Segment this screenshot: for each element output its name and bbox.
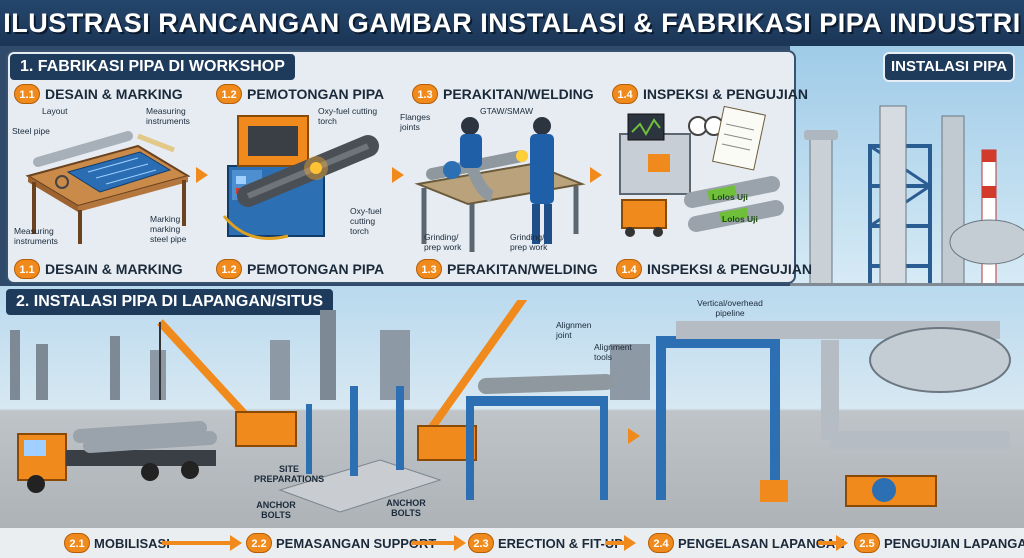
step-1-3-footer: 1.3 PERAKITAN/WELDING xyxy=(416,259,598,279)
step-1-1-footer: 1.1 DESAIN & MARKING xyxy=(14,259,183,279)
step-2-4: 2.4 PENGELASAN LAPANGAN xyxy=(648,533,845,553)
label-lolos-uji-2: Lolos Uji xyxy=(722,214,758,224)
step-number-badge: 2.4 xyxy=(648,533,674,553)
flow-arrow xyxy=(454,535,466,551)
step-title: PENGELASAN LAPANGAN xyxy=(678,535,845,551)
step-number-badge: 1.2 xyxy=(216,259,242,279)
step-number-badge: 2.3 xyxy=(468,533,494,553)
label-oxy-fuel-torch-bottom: Oxy-fuel cutting torch xyxy=(350,206,382,236)
step-number-badge: 1.2 xyxy=(216,84,242,104)
label-flanges-joints: Flanges joints xyxy=(400,112,431,132)
section2-title: 2. INSTALASI PIPA DI LAPANGAN/SITUS xyxy=(6,289,333,315)
step-title: MOBILISASI xyxy=(94,535,170,551)
step-title: PERAKITAN/WELDING xyxy=(447,261,598,277)
step-title: ERECTION & FIT-UP xyxy=(498,535,623,551)
step-1-2-header: 1.2 PEMOTONGAN PIPA xyxy=(216,84,384,104)
step-title: DESAIN & MARKING xyxy=(45,261,183,277)
step-number-badge: 2.1 xyxy=(64,533,90,553)
flow-arrow xyxy=(836,535,848,551)
label-steel-pipe: Steel pipe xyxy=(12,126,50,136)
step-1-3-header: 1.3 PERAKITAN/WELDING xyxy=(412,84,594,104)
label-vertical-overhead-pipeline: Vertical/overhead pipeline xyxy=(697,298,763,318)
label-grinding-prep-left: Grinding/ prep work xyxy=(424,232,462,252)
step-2-3: 2.3 ERECTION & FIT-UP xyxy=(468,533,623,553)
label-site-preparations: SITE PREPARATIONS xyxy=(254,464,325,484)
installasi-pipa-badge: INSTALASI PIPA xyxy=(883,52,1015,82)
step-title: DESAIN & MARKING xyxy=(45,86,183,102)
label-layout: Layout xyxy=(42,106,68,116)
step-1-4-footer: 1.4 INSPEKSI & PENGUJIAN xyxy=(616,259,812,279)
flow-arrow xyxy=(392,167,404,183)
title-bar xyxy=(0,0,1024,46)
label-anchor-bolts-2: ANCHOR BOLTS xyxy=(386,498,426,518)
label-anchor-bolts-1: ANCHOR BOLTS xyxy=(256,500,296,520)
flow-arrow-line xyxy=(818,541,838,545)
step-number-badge: 1.3 xyxy=(416,259,442,279)
step-number-badge: 2.2 xyxy=(246,533,272,553)
step-2-5: 2.5 PENGUJIAN LAPANGAN xyxy=(854,533,1024,553)
step-title: INSPEKSI & PENGUJIAN xyxy=(647,261,812,277)
step-number-badge: 1.1 xyxy=(14,84,40,104)
label-alignment-joint: Alignmen joint xyxy=(556,320,592,340)
step-number-badge: 1.3 xyxy=(412,84,438,104)
step-1-1-header: 1.1 DESAIN & MARKING xyxy=(14,84,183,104)
step-title: PENGUJIAN LAPANGAN xyxy=(884,535,1024,551)
label-alignment-tools: Alignment tools xyxy=(594,342,632,362)
refinery-illustration xyxy=(790,105,1024,296)
flow-arrow xyxy=(628,428,640,444)
flow-arrow xyxy=(624,535,636,551)
step-1-2-footer: 1.2 PEMOTONGAN PIPA xyxy=(216,259,384,279)
flow-arrow-line xyxy=(162,541,232,545)
step-title: PERAKITAN/WELDING xyxy=(443,86,594,102)
flow-arrow xyxy=(196,167,208,183)
step-number-badge: 1.1 xyxy=(14,259,40,279)
flow-arrow-line xyxy=(412,541,456,545)
step-number-badge: 1.4 xyxy=(612,84,638,104)
step-title: PEMOTONGAN PIPA xyxy=(247,261,385,277)
flow-arrow-line xyxy=(606,541,626,545)
step-2-1: 2.1 MOBILISASI xyxy=(64,533,170,553)
perakitan-welding-illustration xyxy=(414,117,586,252)
flow-arrow xyxy=(590,167,602,183)
field-installation-illustration xyxy=(10,300,1011,513)
desain-marking-illustration xyxy=(25,131,191,244)
label-grinding-prep-right: Grinding/ prep work xyxy=(510,232,548,252)
inspeksi-pengujian-illustration xyxy=(619,105,784,237)
pemotongan-pipa-illustration xyxy=(222,115,379,240)
step-2-2: 2.2 PEMASANGAN SUPPORT xyxy=(246,533,436,553)
section1-title: 1. FABRIKASI PIPA DI WORKSHOP xyxy=(10,54,295,80)
step-1-4-header: 1.4 INSPEKSI & PENGUJIAN xyxy=(612,84,808,104)
label-gtaw-smaw: GTAW/SMAW xyxy=(480,106,534,116)
plant-background xyxy=(790,46,1024,296)
label-measuring-instruments-top: Measuring instruments xyxy=(146,106,190,126)
step-title: INSPEKSI & PENGUJIAN xyxy=(643,86,808,102)
step-number-badge: 2.5 xyxy=(854,533,880,553)
label-marking-steel-pipe: Marking marking steel pipe xyxy=(150,214,187,244)
step-title: PEMOTONGAN PIPA xyxy=(247,86,385,102)
step-title: PEMASANGAN SUPPORT xyxy=(276,535,437,551)
step-number-badge: 1.4 xyxy=(616,259,642,279)
label-oxy-fuel-torch-top: Oxy-fuel cutting torch xyxy=(318,106,378,126)
label-lolos-uji-1: Lolos Uji xyxy=(712,192,748,202)
page-title: ILUSTRASI RANCANGAN GAMBAR INSTALASI & F… xyxy=(3,8,1021,38)
flow-arrow xyxy=(230,535,242,551)
label-measuring-instruments-bottom: Measuring instruments xyxy=(14,226,58,246)
